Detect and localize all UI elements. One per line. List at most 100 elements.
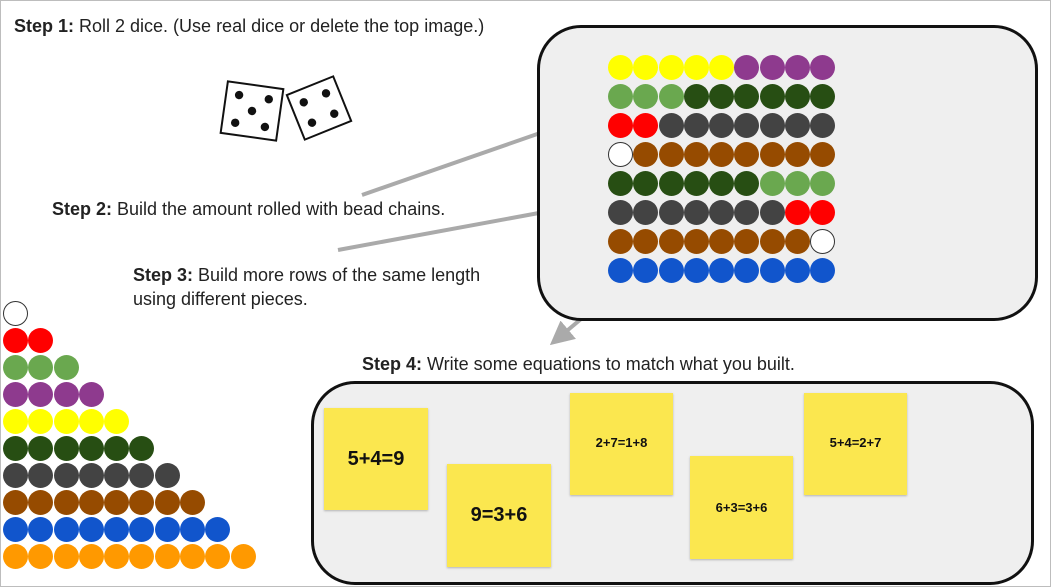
bead-bar-7[interactable] [3,463,180,488]
bead-red[interactable] [633,113,659,138]
bead-blue[interactable] [658,258,684,283]
bead-brown[interactable] [78,490,104,515]
bead-dark-green[interactable] [633,171,659,196]
bead-yellow[interactable] [3,409,28,434]
bead-dark-green[interactable] [734,84,760,109]
bead-blue[interactable] [759,258,785,283]
bead-row-6[interactable] [608,200,836,225]
bead-purple[interactable] [78,382,104,407]
bead-row-5[interactable] [608,171,836,196]
bead-dark-gray[interactable] [658,113,684,138]
dice-image[interactable] [218,74,358,146]
bead-brown[interactable] [785,142,811,167]
bead-blue[interactable] [129,517,155,542]
bead-blue[interactable] [53,517,79,542]
bead-dark-green[interactable] [734,171,760,196]
bead-light-green[interactable] [608,84,633,109]
bead-blue[interactable] [683,258,709,283]
bead-yellow[interactable] [104,409,130,434]
bead-orange[interactable] [3,544,28,569]
bead-dark-green[interactable] [810,84,836,109]
bead-bar-4[interactable] [3,382,104,407]
bead-brown[interactable] [734,142,760,167]
bead-dark-gray[interactable] [53,463,79,488]
bead-blue[interactable] [734,258,760,283]
bead-red[interactable] [785,200,811,225]
bead-purple[interactable] [759,55,785,80]
bead-dark-gray[interactable] [28,463,54,488]
bead-row-7[interactable] [608,229,836,254]
sticky-note-2[interactable]: 9=3+6 [447,464,551,567]
bead-orange[interactable] [78,544,104,569]
bead-dark-gray[interactable] [683,200,709,225]
bead-brown[interactable] [104,490,130,515]
bead-brown[interactable] [658,142,684,167]
bead-dark-gray[interactable] [709,113,735,138]
bead-dark-green[interactable] [785,84,811,109]
bead-dark-gray[interactable] [633,200,659,225]
bead-blue[interactable] [205,517,231,542]
bead-light-green[interactable] [658,84,684,109]
bead-blue[interactable] [104,517,130,542]
bead-blue[interactable] [810,258,836,283]
bead-bar-1[interactable] [3,301,28,326]
bead-brown[interactable] [734,229,760,254]
bead-red[interactable] [3,328,28,353]
bead-blue[interactable] [180,517,206,542]
bead-dark-gray[interactable] [759,200,785,225]
bead-row-8[interactable] [608,258,836,283]
bead-dark-green[interactable] [683,84,709,109]
bead-brown[interactable] [759,229,785,254]
bead-brown[interactable] [683,229,709,254]
bead-light-green[interactable] [785,171,811,196]
bead-dark-green[interactable] [759,84,785,109]
bead-dark-green[interactable] [709,84,735,109]
bead-light-green[interactable] [759,171,785,196]
bead-row-2[interactable] [608,84,836,109]
bead-row-4[interactable] [608,142,836,167]
sticky-note-1[interactable]: 5+4=9 [324,408,428,510]
bead-orange[interactable] [205,544,231,569]
bead-dark-green[interactable] [53,436,79,461]
bead-blue[interactable] [785,258,811,283]
bead-brown[interactable] [759,142,785,167]
sticky-note-4[interactable]: 6+3=3+6 [690,456,793,559]
bead-brown[interactable] [683,142,709,167]
bead-row-3[interactable] [608,113,836,138]
bead-dark-gray[interactable] [734,200,760,225]
bead-orange[interactable] [230,544,256,569]
bead-brown[interactable] [154,490,180,515]
bead-yellow[interactable] [633,55,659,80]
bead-brown[interactable] [658,229,684,254]
bead-orange[interactable] [104,544,130,569]
bead-blue[interactable] [608,258,633,283]
bead-yellow[interactable] [78,409,104,434]
bead-light-green[interactable] [810,171,836,196]
bead-bar-3[interactable] [3,355,79,380]
bead-red[interactable] [608,113,633,138]
bead-brown[interactable] [608,229,633,254]
bead-blue[interactable] [28,517,54,542]
bead-dark-gray[interactable] [104,463,130,488]
bead-purple[interactable] [3,382,28,407]
bead-light-green[interactable] [3,355,28,380]
bead-red[interactable] [810,200,836,225]
bead-brown[interactable] [633,142,659,167]
bead-brown[interactable] [3,490,28,515]
bead-brown[interactable] [785,229,811,254]
bead-dark-gray[interactable] [709,200,735,225]
bead-dark-green[interactable] [608,171,633,196]
bead-purple[interactable] [28,382,54,407]
sticky-note-3[interactable]: 2+7=1+8 [570,393,673,495]
bead-yellow[interactable] [709,55,735,80]
bead-orange[interactable] [129,544,155,569]
bead-orange[interactable] [180,544,206,569]
bead-orange[interactable] [154,544,180,569]
bead-dark-green[interactable] [683,171,709,196]
bead-dark-gray[interactable] [759,113,785,138]
bead-bar-9[interactable] [3,517,231,542]
bead-orange[interactable] [28,544,54,569]
bead-purple[interactable] [810,55,836,80]
bead-dark-gray[interactable] [734,113,760,138]
bead-yellow[interactable] [683,55,709,80]
